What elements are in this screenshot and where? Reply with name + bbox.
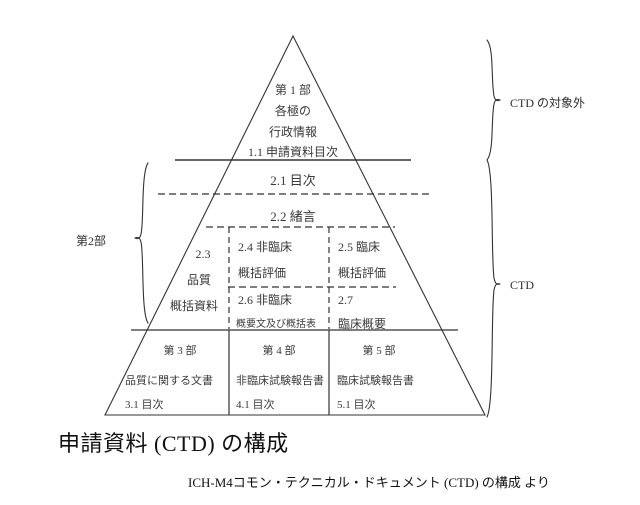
brace-right-top [486,39,501,161]
section-2-2-intro: 2.2 緒言 [270,209,316,224]
module3-desc: 品質に関する文書 [125,375,213,387]
section-2-7-number: 2.7 [338,293,353,307]
section-2-1-toc: 2.1 目次 [270,173,316,188]
section-2-5-number: 2.5 臨床 [338,240,381,254]
module3-toc: 3.1 目次 [125,399,164,411]
module3-heading: 第 3 部 [163,345,197,357]
module1-toc: 1.1 申請資料目次 [247,145,339,159]
section-2-4-number: 2.4 非臨床 [238,240,293,254]
section-2-5-line2: 概括評価 [338,266,387,280]
module4-toc: 4.1 目次 [236,399,275,411]
module5-heading: 第 5 部 [362,345,396,357]
module1-heading: 第 1 部 [274,83,312,97]
module5-toc: 5.1 目次 [337,399,376,411]
section-2-7-line2: 臨床概要 [338,317,387,331]
section-2-4-line2: 概括評価 [238,266,287,280]
pyramid-outline [104,34,486,416]
brace-label-module2: 第2部 [76,234,107,248]
section-2-6-line2: 概要文及び概括表 [236,319,316,330]
brace-label-out-of-ctd-scope: CTD の対象外 [510,96,586,110]
section-2-3-line2: 品質 [186,273,212,287]
figure-source-caption: ICH-M4コモン・テクニカル・ドキュメント (CTD) の構成 より [188,475,550,490]
module4-desc: 非臨床試験報告書 [236,375,324,387]
module5-desc: 臨床試験報告書 [337,375,414,387]
module4-heading: 第 4 部 [262,345,296,357]
module1-line3: 行政情報 [268,125,318,139]
figure-title: 申請資料 (CTD) の構成 [58,431,289,456]
section-2-3-line3: 概括資料 [169,299,219,313]
module1-line2: 各極の [274,104,312,118]
brace-right-bottom [486,159,501,418]
brace-left [134,162,149,324]
section-2-3-number: 2.3 [195,247,211,261]
section-2-6-number: 2.6 非臨床 [238,293,293,307]
brace-label-ctd: CTD [510,278,534,292]
